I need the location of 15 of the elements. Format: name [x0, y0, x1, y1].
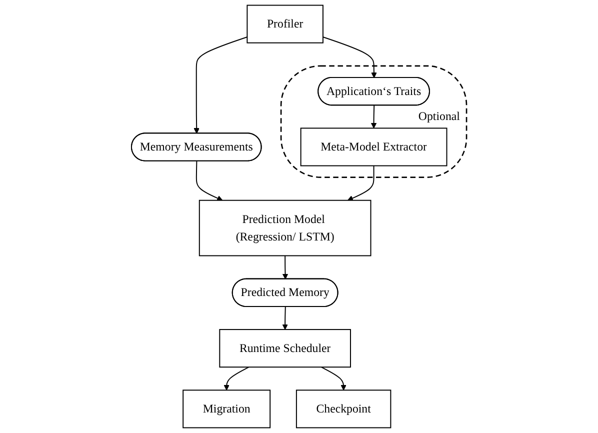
arrow — [194, 36, 248, 134]
arrow — [196, 160, 223, 201]
arrow — [320, 366, 346, 390]
node-box: Migration — [182, 390, 271, 428]
arrow — [347, 165, 374, 201]
node-box: Checkpoint — [296, 390, 392, 428]
arrow — [370, 104, 377, 128]
arrow — [322, 36, 377, 78]
node-box: Prediction Model (Regression/ LSTM) — [198, 200, 372, 256]
arrow — [224, 366, 250, 390]
node-box: Meta-Model Extractor — [300, 128, 448, 166]
arrow — [282, 255, 288, 280]
node-box: Runtime Scheduler — [219, 329, 351, 368]
node-box: Profiler — [246, 4, 324, 44]
arrow — [282, 306, 288, 330]
